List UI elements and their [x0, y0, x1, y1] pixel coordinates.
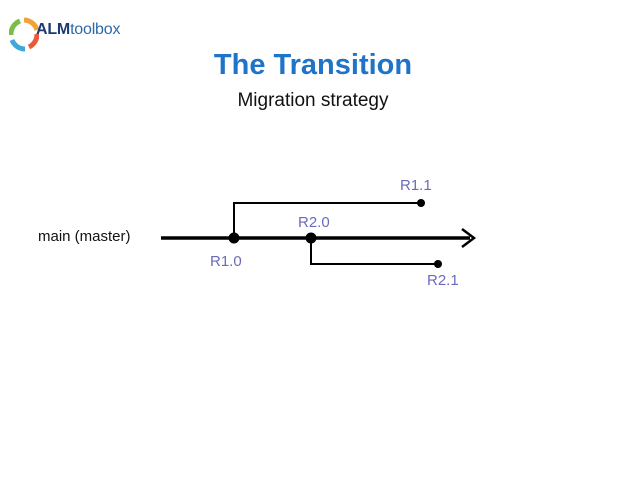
branch-r2-1-line	[310, 238, 438, 265]
release-label-r1-0: R1.0	[210, 253, 242, 270]
trunk-arrowhead	[461, 228, 477, 248]
branch-r1-1-endpoint	[417, 199, 425, 207]
release-label-r2-0: R2.0	[298, 214, 330, 231]
node-r2-0	[305, 232, 317, 244]
logo-text-bold: ALM	[36, 21, 71, 38]
branch-r1-1-line	[233, 202, 421, 238]
release-label-r1-1: R1.1	[400, 177, 432, 194]
release-label-r2-1: R2.1	[427, 272, 459, 289]
slide-title: The Transition	[213, 49, 413, 81]
trunk-label: main (master)	[38, 228, 131, 245]
slide-subtitle: Migration strategy	[237, 90, 389, 111]
logo-wordmark: ALMtoolbox	[36, 21, 120, 39]
branch-r2-1-endpoint	[434, 260, 442, 268]
logo-ring-icon	[8, 17, 40, 52]
alm-toolbox-logo: ALMtoolbox	[8, 14, 120, 56]
logo-text-light: toolbox	[70, 21, 121, 38]
node-r1-0	[228, 232, 240, 244]
